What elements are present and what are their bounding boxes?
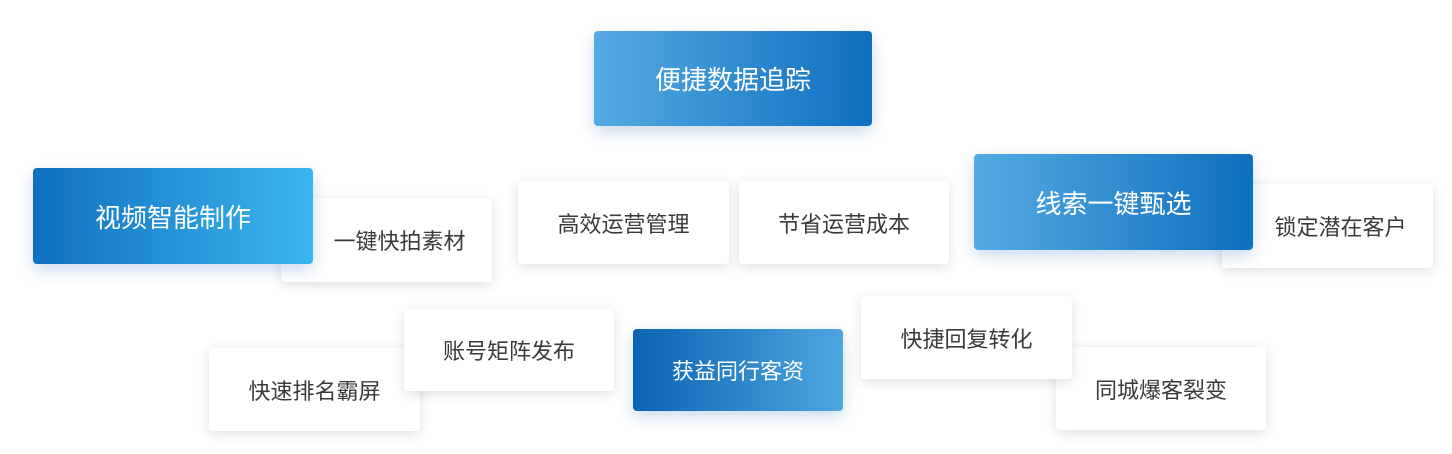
tag-quick-reply-conversion: 快捷回复转化 (861, 296, 1072, 379)
tag-lock-potential-customers: 锁定潜在客户 (1222, 184, 1433, 268)
tag-one-click-lead-selection: 线索一键甄选 (974, 154, 1253, 250)
tag-fast-ranking-dominate: 快速排名霸屏 (209, 348, 420, 431)
tag-one-click-shoot-material: 一键快拍素材 (281, 198, 492, 282)
tag-save-operation-cost: 节省运营成本 (739, 181, 949, 264)
tag-smart-video-production: 视频智能制作 (33, 168, 313, 264)
tag-efficient-operation-management: 高效运营管理 (518, 181, 729, 264)
tag-account-matrix-publish: 账号矩阵发布 (404, 309, 614, 391)
tag-local-viral-fission: 同城爆客裂变 (1056, 347, 1266, 430)
tag-gain-peer-leads: 获益同行客资 (633, 329, 843, 411)
tag-convenient-data-tracking: 便捷数据追踪 (594, 31, 872, 126)
